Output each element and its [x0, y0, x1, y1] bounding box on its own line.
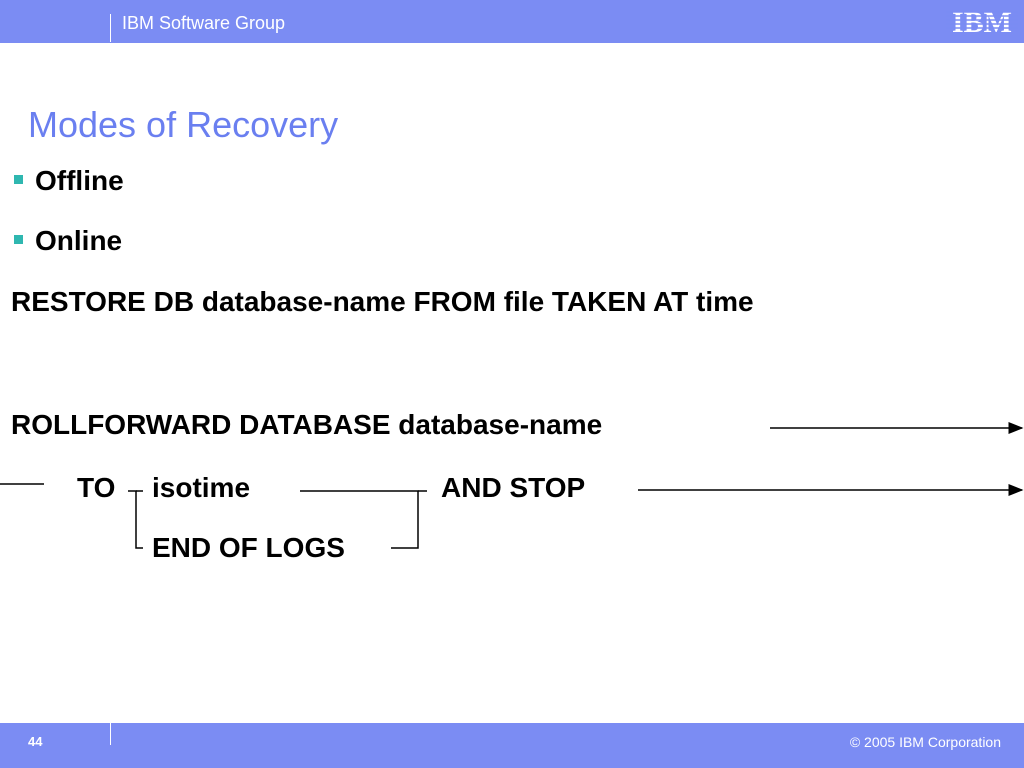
- header-bar: IBM Software Group IBM: [0, 0, 1024, 43]
- syntax-branch-right: [300, 490, 419, 549]
- to-keyword: TO: [77, 472, 116, 503]
- footer-bar: 44 © 2005 IBM Corporation: [0, 723, 1024, 768]
- bullet-offline: Offline: [14, 165, 124, 197]
- slide-title: Modes of Recovery: [28, 104, 339, 145]
- isotime-option: isotime: [152, 472, 251, 503]
- square-bullet-icon: [14, 175, 23, 185]
- end-of-logs-option: END OF LOGS: [152, 532, 345, 563]
- page-number: 44: [28, 734, 43, 749]
- bullet-label: Online: [35, 225, 123, 256]
- restore-command: RESTORE DB database-name FROM file TAKEN…: [11, 286, 754, 317]
- header-divider: [110, 14, 111, 42]
- copyright-text: © 2005 IBM Corporation: [849, 734, 1001, 750]
- footer-divider: [110, 723, 111, 745]
- syntax-branch-left: [128, 490, 143, 549]
- ibm-logo-icon: IBM: [946, 6, 1018, 38]
- and-stop-option: AND STOP: [441, 472, 586, 503]
- rollforward-command: ROLLFORWARD DATABASE database-name: [11, 409, 603, 440]
- bullet-label: Offline: [35, 165, 124, 196]
- square-bullet-icon: [14, 235, 23, 245]
- bullet-online: Online: [14, 225, 122, 257]
- group-name: IBM Software Group: [122, 13, 286, 33]
